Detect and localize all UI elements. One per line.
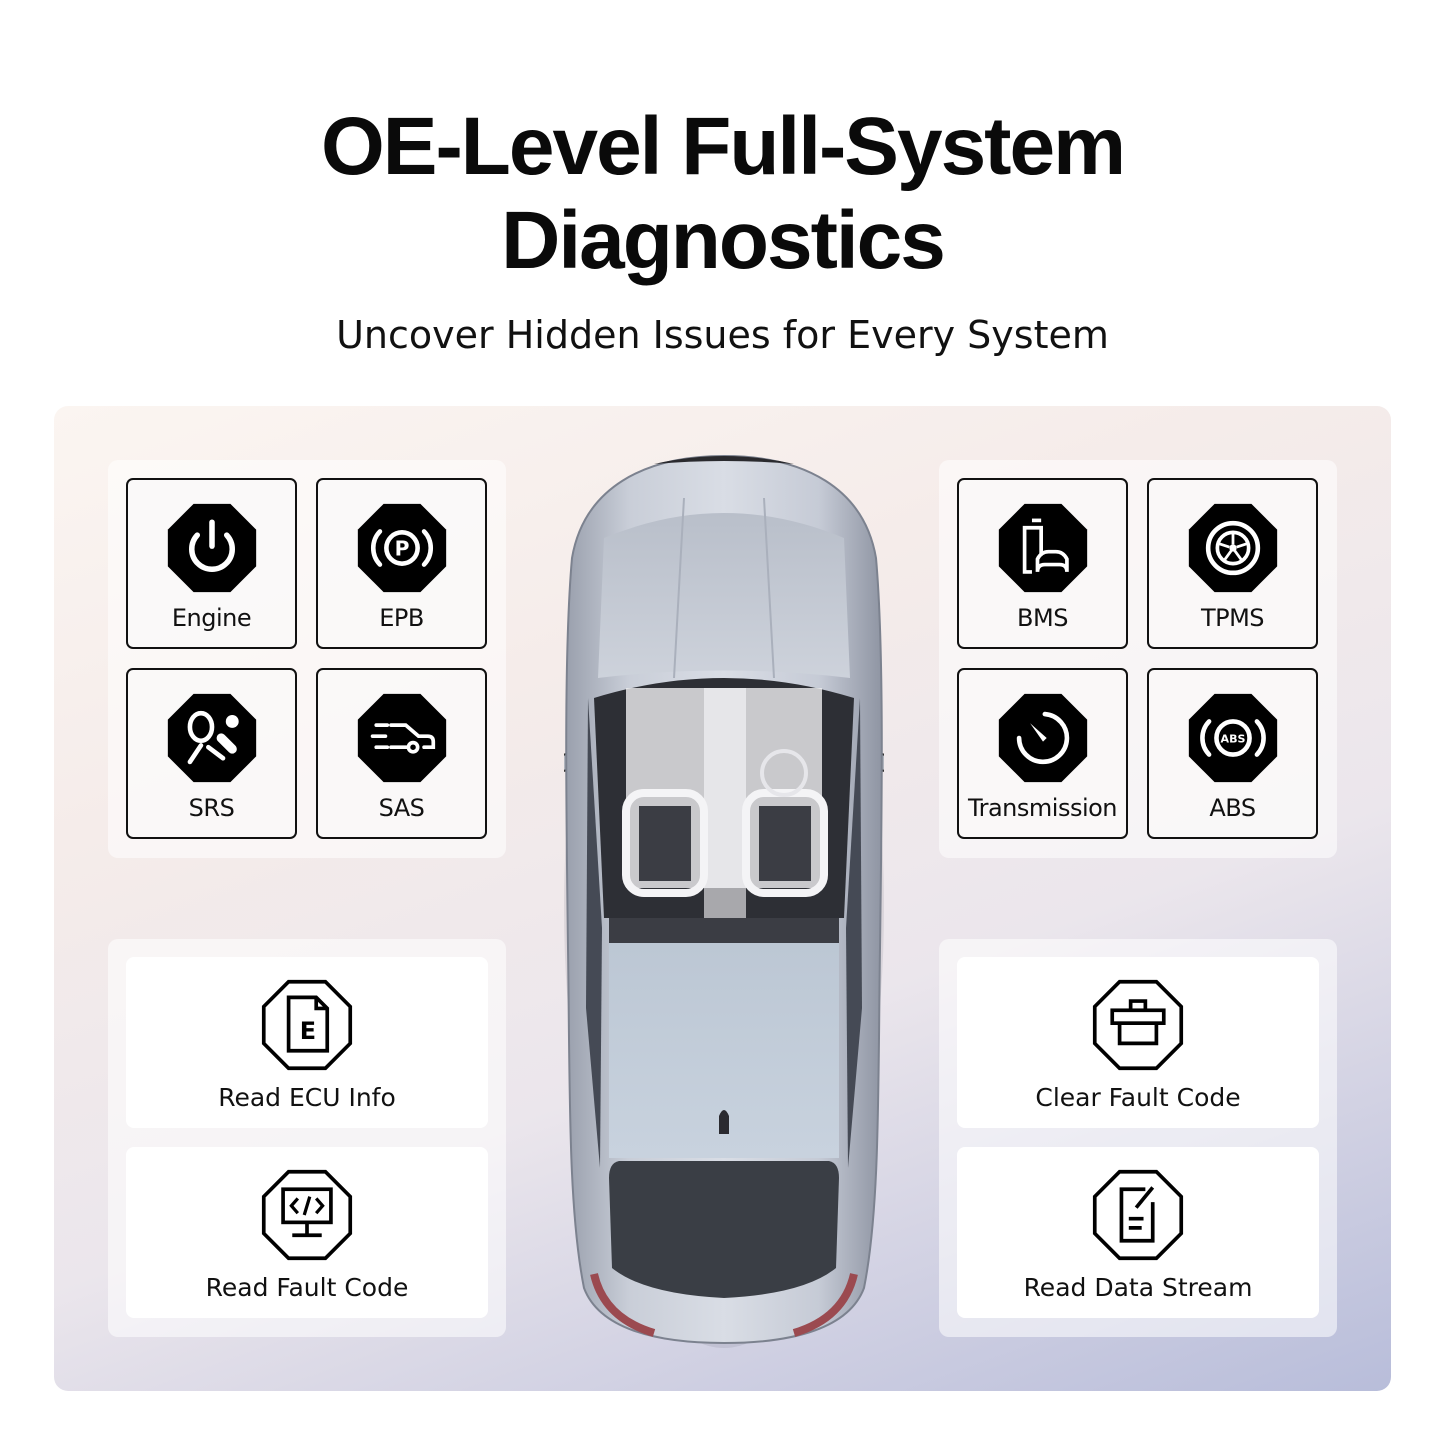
function-card-read-data-stream[interactable]: Read Data Stream: [957, 1147, 1319, 1318]
system-tile-transmission[interactable]: Transmission: [957, 668, 1128, 839]
function-label: Clear Fault Code: [1035, 1083, 1241, 1112]
system-label: Transmission: [967, 794, 1118, 822]
system-tile-abs[interactable]: ABS ABS: [1147, 668, 1318, 839]
steering-car-icon: [357, 693, 446, 783]
system-label: TPMS: [1200, 604, 1265, 632]
title-line-1: OE-Level Full-System: [320, 101, 1126, 192]
function-label: Read Data Stream: [1023, 1273, 1253, 1302]
battery-car-icon: [998, 503, 1087, 593]
tire-icon: [1188, 503, 1277, 593]
system-tile-srs[interactable]: SRS: [126, 668, 297, 839]
svg-text:P: P: [394, 536, 409, 560]
system-tile-sas[interactable]: SAS: [316, 668, 487, 839]
system-panel-right: BMS TPMS Transmission: [939, 460, 1337, 858]
function-panel-right: Clear Fault Code Read Data Stream: [939, 939, 1337, 1337]
car-top-view-image: [564, 454, 884, 1348]
function-card-clear-fault-code[interactable]: Clear Fault Code: [957, 957, 1319, 1128]
system-label: SAS: [378, 794, 425, 822]
ecu-document-icon: E: [261, 979, 353, 1071]
power-icon: [167, 503, 256, 593]
airbag-icon: [167, 693, 256, 783]
parking-brake-icon: P: [357, 503, 446, 593]
page-subtitle: Uncover Hidden Issues for Every System: [336, 313, 1109, 357]
title-line-2: Diagnostics: [501, 195, 946, 286]
system-panel-left: Engine P EPB: [108, 460, 506, 858]
code-monitor-icon: [261, 1169, 353, 1261]
svg-text:E: E: [300, 1017, 316, 1045]
system-label: EPB: [379, 604, 424, 632]
system-label: ABS: [1209, 794, 1256, 822]
abs-icon: ABS: [1188, 693, 1277, 783]
function-label: Read ECU Info: [218, 1083, 396, 1112]
system-tile-bms[interactable]: BMS: [957, 478, 1128, 649]
svg-text:ABS: ABS: [1220, 733, 1245, 746]
page-title: OE-Level Full-System Diagnostics: [0, 100, 1445, 288]
system-tile-tpms[interactable]: TPMS: [1147, 478, 1318, 649]
function-card-read-fault-code[interactable]: Read Fault Code: [126, 1147, 488, 1318]
gauge-icon: [998, 693, 1087, 783]
system-tile-engine[interactable]: Engine: [126, 478, 297, 649]
system-label: Engine: [171, 604, 252, 632]
system-tile-epb[interactable]: P EPB: [316, 478, 487, 649]
showcase-stage: Engine P EPB: [54, 406, 1391, 1391]
edit-document-icon: [1092, 1169, 1184, 1261]
system-label: SRS: [188, 794, 235, 822]
system-label: BMS: [1017, 604, 1068, 632]
function-label: Read Fault Code: [205, 1273, 409, 1302]
function-card-read-ecu-info[interactable]: E Read ECU Info: [126, 957, 488, 1128]
function-panel-left: E Read ECU Info Read Fault Code: [108, 939, 506, 1337]
trash-icon: [1092, 979, 1184, 1071]
